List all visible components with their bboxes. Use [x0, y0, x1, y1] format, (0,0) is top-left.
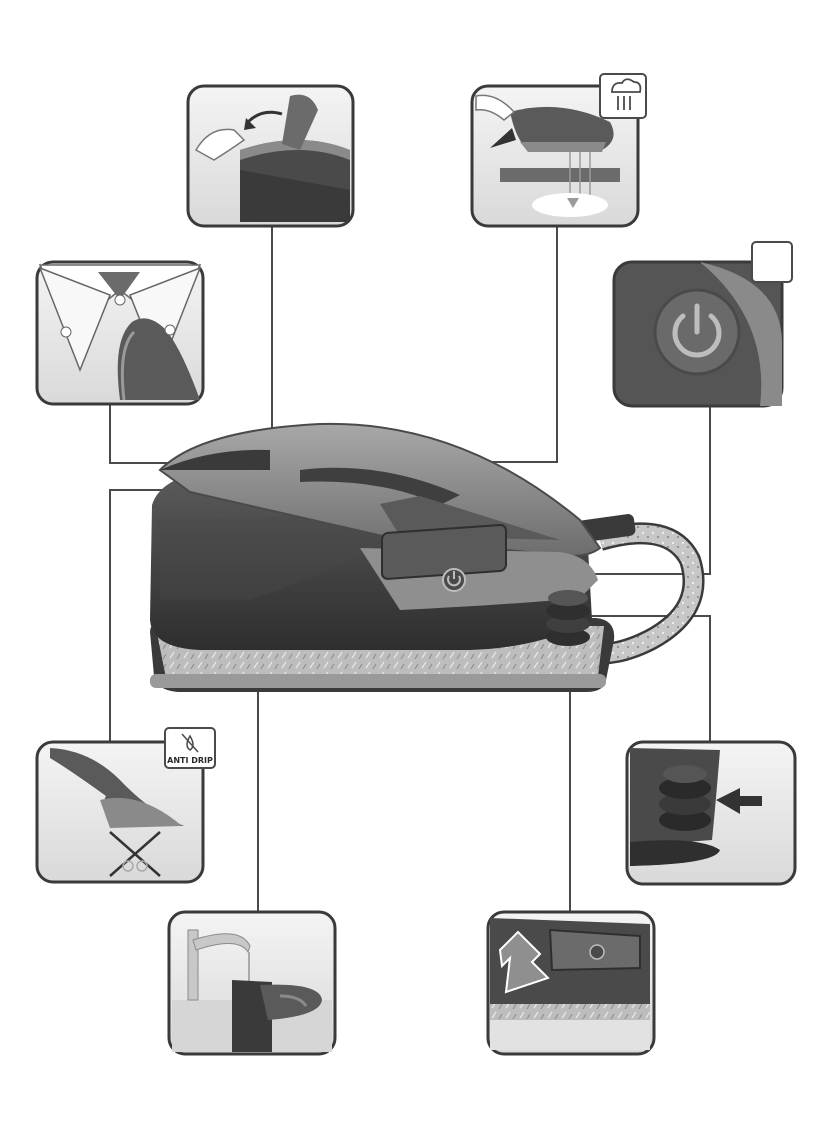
- cord-rewind-panel: [627, 742, 795, 884]
- descaling-arrow-icon: [490, 918, 650, 1050]
- anti-drip-badge: ANTI DRIP: [165, 728, 215, 768]
- collar-ironing-panel: [37, 262, 203, 404]
- tank-lid-panel: [188, 86, 353, 226]
- tap-fill-panel: [169, 912, 335, 1054]
- steam-cloud-icon: [600, 74, 646, 118]
- anti-drip-label: ANTI DRIP: [167, 756, 213, 765]
- steam-generator: [150, 424, 694, 692]
- anti-drip-panel: ANTI DRIP: [37, 728, 215, 882]
- vertical-steam-panel: [472, 74, 646, 226]
- power-button-panel: [614, 242, 792, 406]
- descaling-drawer-panel: [488, 912, 654, 1054]
